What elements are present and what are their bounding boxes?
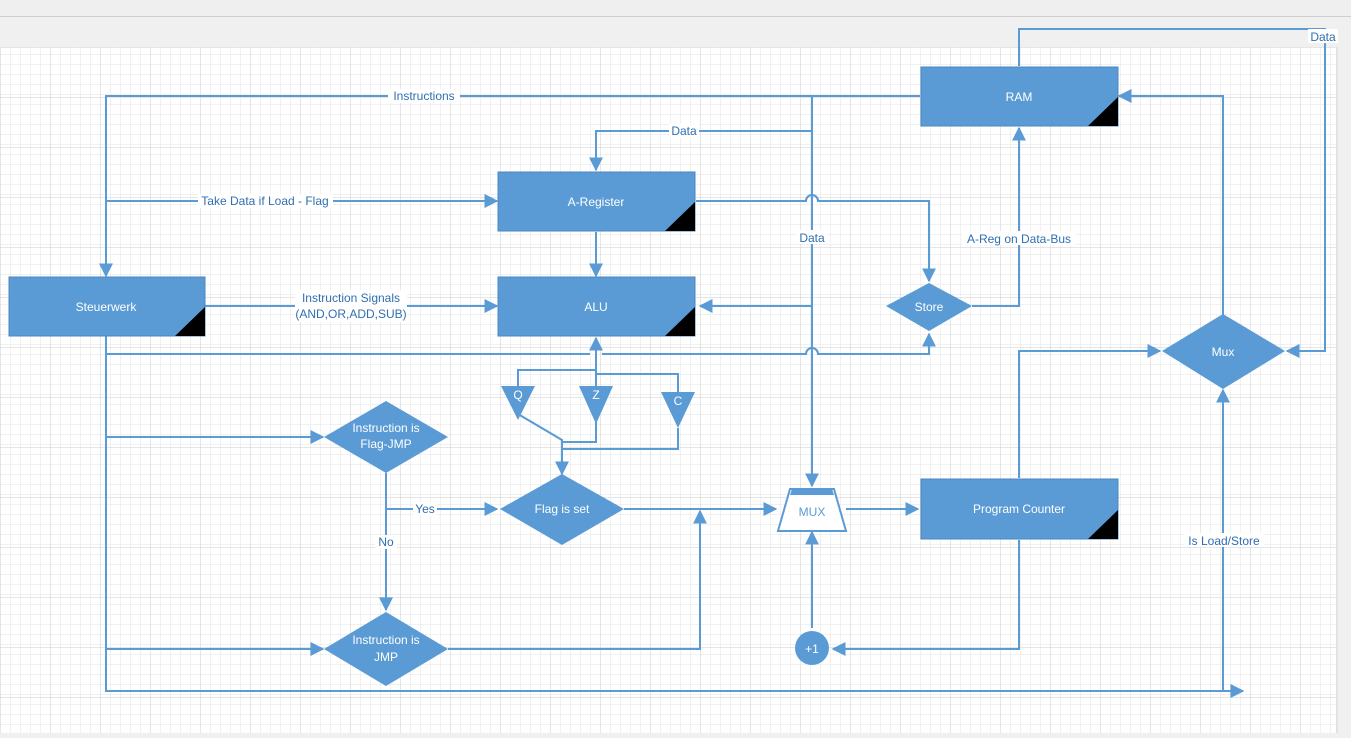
ram-block[interactable]: RAM <box>920 66 1119 127</box>
label-is-load-store: Is Load/Store <box>1188 534 1260 548</box>
label-take-data: Take Data if Load - Flag <box>201 194 328 208</box>
corner-marker-icon <box>665 202 695 231</box>
mux-label: Mux <box>1212 345 1235 359</box>
flag-is-set-label: Flag is set <box>535 502 590 516</box>
connectors <box>99 28 1326 698</box>
label-instructions: Instructions <box>393 89 454 103</box>
instruction-jmp-label-2: JMP <box>374 650 398 664</box>
program-counter-label: Program Counter <box>973 502 1065 516</box>
steuerwerk-block[interactable]: Steuerwerk <box>8 276 206 337</box>
corner-marker-icon <box>1088 510 1118 539</box>
connector-a-register-to-store <box>696 194 936 283</box>
diagram-canvas[interactable]: RAM A-Register ALU Steuerwerk Program Co… <box>0 17 1351 733</box>
flag-q[interactable]: Q <box>501 386 535 420</box>
label-data-top-right: Data <box>1310 30 1336 44</box>
connector-flag-q <box>517 369 596 386</box>
connector-mux-to-ram <box>1117 89 1224 323</box>
connector-program-counter-to-mux <box>1018 344 1162 478</box>
increment-label: +1 <box>805 642 819 656</box>
label-instruction-signals-2: (AND,OR,ADD,SUB) <box>295 307 406 321</box>
flag-z-label: Z <box>592 388 599 402</box>
flag-q-label: Q <box>513 388 522 402</box>
label-instruction-signals-1: Instruction Signals <box>302 291 400 305</box>
flag-c[interactable]: C <box>661 392 695 428</box>
connector-control-to-store <box>602 332 936 355</box>
a-register-label: A-Register <box>568 195 625 209</box>
label-data-upper: Data <box>671 124 697 138</box>
a-register-block[interactable]: A-Register <box>497 171 696 232</box>
connector-jmp-to-mux <box>448 509 707 650</box>
connector-take-data <box>105 194 499 276</box>
alu-label: ALU <box>584 300 607 314</box>
label-data-vertical: Data <box>799 231 825 245</box>
flowchart-svg: RAM A-Register ALU Steuerwerk Program Co… <box>0 17 1351 733</box>
steuerwerk-label: Steuerwerk <box>76 300 138 314</box>
label-no: No <box>378 535 394 549</box>
store-label: Store <box>915 300 944 314</box>
instruction-flag-jmp-decision[interactable]: Instruction is Flag-JMP <box>324 401 448 473</box>
ram-label: RAM <box>1006 90 1033 104</box>
connector-program-counter-to-increment <box>831 540 1020 656</box>
flag-c-label: C <box>674 394 683 408</box>
mux-multiplexer[interactable]: MUX <box>776 488 848 532</box>
connector-store-to-ram <box>972 126 1026 307</box>
increment-node[interactable]: +1 <box>795 631 829 665</box>
flag-z[interactable]: Z <box>579 386 613 424</box>
connector-data-to-a-register <box>589 130 812 172</box>
label-a-reg-on-data-bus: A-Reg on Data-Bus <box>967 232 1071 246</box>
mux-center-label: MUX <box>799 505 826 519</box>
corner-marker-icon <box>1088 97 1118 126</box>
instruction-jmp-decision[interactable]: Instruction is JMP <box>324 612 448 686</box>
instruction-flag-jmp-label-1: Instruction is <box>352 421 419 435</box>
program-counter-block[interactable]: Program Counter <box>920 478 1119 540</box>
instruction-flag-jmp-label-2: Flag-JMP <box>360 437 411 451</box>
store-decision[interactable]: Store <box>886 283 972 331</box>
connector-c-to-flag-is-set <box>562 428 679 450</box>
connector-steuerwerk-trunk <box>105 336 1245 698</box>
connector-z-to-flag-is-set <box>562 420 597 443</box>
connector-labels: Data Instructions Data Take Data if Load… <box>198 29 1338 549</box>
label-yes: Yes <box>415 502 435 516</box>
mux-decision[interactable]: Mux <box>1162 314 1285 389</box>
instruction-jmp-label-1: Instruction is <box>352 633 419 647</box>
flag-is-set-decision[interactable]: Flag is set <box>500 474 624 545</box>
alu-block[interactable]: ALU <box>497 276 696 337</box>
drawing-grid <box>0 47 1336 733</box>
window-top-bar <box>0 0 1351 17</box>
corner-marker-icon <box>665 307 695 336</box>
connector-flag-c <box>595 370 679 392</box>
corner-marker-icon <box>175 307 205 336</box>
